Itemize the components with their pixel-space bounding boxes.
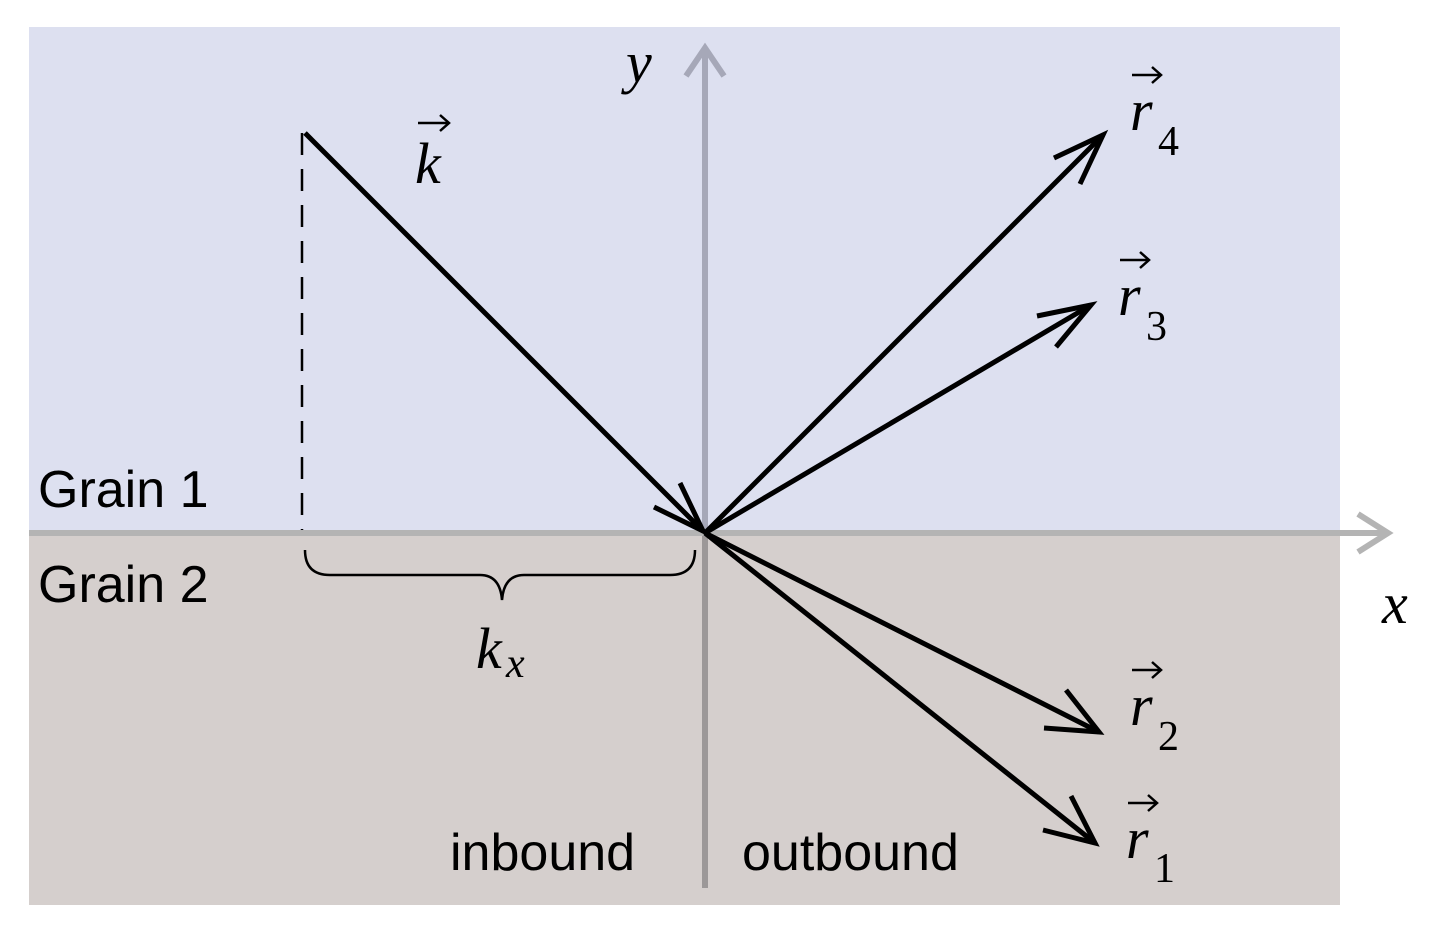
svg-text:k: k — [415, 131, 442, 196]
r2-label: r 2 — [1130, 661, 1179, 760]
kx-brace — [303, 549, 697, 601]
y-axis — [683, 42, 727, 888]
svg-text:3: 3 — [1146, 304, 1167, 350]
k-vector-label: k — [415, 114, 451, 196]
grain-1-label: Grain 1 — [38, 461, 209, 519]
svg-text:r: r — [1126, 806, 1149, 871]
svg-text:x: x — [505, 641, 525, 687]
y-axis-label: y — [621, 30, 652, 95]
r1-label: r 1 — [1126, 794, 1175, 892]
vector-r4 — [703, 129, 1109, 535]
grain-1-region — [29, 27, 1340, 531]
svg-text:k: k — [476, 616, 503, 681]
r3-label: r 3 — [1118, 251, 1167, 350]
x-axis-label: x — [1381, 571, 1408, 636]
svg-text:1: 1 — [1154, 846, 1175, 892]
r4-label: r 4 — [1130, 66, 1179, 165]
svg-text:2: 2 — [1158, 714, 1179, 760]
grain-2-label: Grain 2 — [38, 556, 209, 614]
inbound-label: inbound — [450, 824, 635, 882]
kx-label: k x — [476, 616, 525, 687]
vector-r1 — [703, 531, 1100, 847]
vector-r2 — [703, 530, 1105, 735]
vector-r3 — [703, 301, 1098, 536]
grain-2-region — [29, 536, 1340, 905]
svg-text:r: r — [1130, 78, 1153, 143]
incident-vector-k — [303, 131, 709, 537]
svg-text:r: r — [1118, 263, 1141, 328]
svg-text:4: 4 — [1158, 119, 1179, 165]
outbound-label: outbound — [742, 824, 959, 882]
svg-text:r: r — [1130, 673, 1153, 738]
